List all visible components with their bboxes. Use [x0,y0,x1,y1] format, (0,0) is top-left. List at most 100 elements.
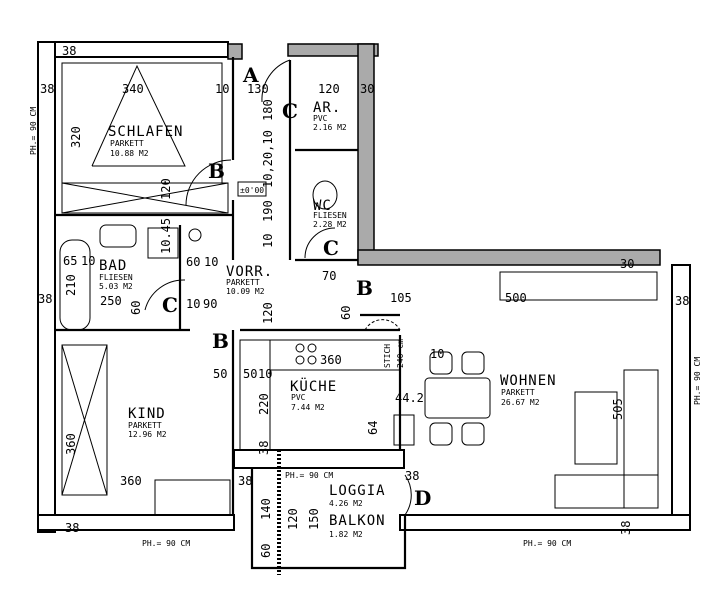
dimension-label: 220 [257,393,271,415]
room-kueche: KÜCHE PVC 7.44 M2 [290,377,337,412]
sideboard [499,271,658,301]
kitchen-counter-top [269,339,401,371]
dimension-label: 320 [69,126,83,148]
dimension-label: 38 [675,294,689,308]
dimension-label: 4.26 M2 [329,499,363,508]
sofa [623,369,659,509]
dimension-label: 2.16 M2 [313,123,347,132]
dimension-label: 44.2 [395,391,424,405]
dimension-label: 130 [247,82,269,96]
dimension-label: 10.45 [159,218,173,254]
dimension-label: BALKON [329,513,386,529]
dimension-label: 120 [159,178,173,200]
room-kind: KIND PARKETT 12.96 M2 [128,406,167,439]
room-wc: WC FLIESEN 2.28 M2 [313,198,347,229]
door-mark-d: D [414,486,431,510]
dimension-label: 38 [38,292,52,306]
dimension-label: 90 [203,297,217,311]
dimensions: 38 340 10 130 120 38 30 320 120 180 10,2… [38,44,689,558]
dimension-label: PARKETT [226,278,260,287]
dimension-label: 70 [322,269,336,283]
dimension-label: 38 [405,469,419,483]
dimension-label: 1.82 M2 [329,530,363,539]
dimension-label: PARKETT [501,388,535,397]
dimension-label: 10 [430,347,444,361]
room-loggia: LOGGIA 4.26 M2 [329,483,386,508]
oven [393,414,415,446]
dimension-label: 64 [366,421,380,435]
dimension-label: 505 [611,398,625,420]
door-mark-c3: C [162,293,178,317]
dimension-label: 60 [186,255,200,269]
dimension-label: 60 [129,301,143,315]
dimension-label: 10 [81,254,95,268]
dimension-label: 120 [261,302,275,324]
walls [37,41,691,570]
toilet [312,180,338,210]
bed [61,62,223,184]
dimension-label: 190 [261,200,275,222]
doors [144,59,412,516]
ph-note-right: PH.= 90 CM [693,357,702,405]
dimension-label: 10 [186,297,200,311]
dimension-label: WC [313,198,332,214]
dimension-label: LOGGIA [329,483,386,499]
bathtub [59,239,91,331]
dimension-label: 12.96 M2 [128,430,167,439]
room-wohnen: WOHNEN PARKETT 26.67 M2 [500,373,556,407]
dimension-label: 360 [64,433,78,455]
dimension-label: 250 [100,294,122,308]
dimension-label: PVC [313,114,328,123]
dimension-label: 7.44 M2 [291,403,325,412]
ph-note-left: PH.= 90 CM [29,107,38,155]
dimension-label: 38 [619,521,633,535]
ph-note-wohnen: PH.= 90 CM [523,539,571,548]
dimension-label: AR. [313,100,341,116]
dimension-label: 50 [243,367,257,381]
dimension-label: 60 [259,544,273,558]
kitchen-counter-left [239,339,271,451]
dimension-label: KÜCHE [290,377,337,395]
dimension-label: 120 [318,82,340,96]
dimension-label: 5.03 M2 [99,282,133,291]
stich-note: STICH [383,344,392,368]
kind-bed [154,479,231,516]
dimension-label: SCHLAFEN [108,124,183,140]
dimension-label: 10 [204,255,218,269]
stich-height: 240 cm [396,339,405,368]
room-ar: AR. PVC 2.16 M2 [313,100,347,132]
dimension-label: BAD [99,258,127,274]
dimension-label: 60 [339,306,353,320]
door-mark-c: C [282,99,298,123]
dimension-label: PARKETT [110,139,144,148]
coffee-table [574,391,618,465]
dimension-label: 360 [320,353,342,367]
dimension-label: 38 [40,82,54,96]
dimension-label: 150 [307,508,321,530]
room-schlafen: SCHLAFEN PARKETT 10.88 M2 [108,124,183,158]
dimension-label: 10 [215,82,229,96]
room-balkon: BALKON 1.82 M2 [329,513,386,539]
dimension-label: KIND [128,406,166,422]
dimension-label: 30 [360,82,374,96]
door-mark-b: B [208,159,225,183]
dimension-label: 65 [63,254,77,268]
boiler [188,228,202,242]
dimension-label: 10 [261,234,275,248]
wardrobe [61,182,229,214]
ph-note-kind: PH.= 90 CM [142,539,190,548]
dimension-label: 360 [120,474,142,488]
dimension-label: 26.67 M2 [501,398,540,407]
dimension-label: 38 [65,521,79,535]
dimension-label: 10.88 M2 [110,149,149,158]
dimension-label: 180 [261,99,275,121]
dimension-label: 2.28 M2 [313,220,347,229]
dimension-label: 500 [505,291,527,305]
door-mark-b3: B [356,276,373,300]
room-vorr: VORR. PARKETT 10.09 M2 [226,264,272,296]
dining-table [424,377,491,419]
dimension-label: FLIESEN [313,211,347,220]
dimension-label: 10.09 M2 [226,287,265,296]
dimension-label: 140 [259,498,273,520]
